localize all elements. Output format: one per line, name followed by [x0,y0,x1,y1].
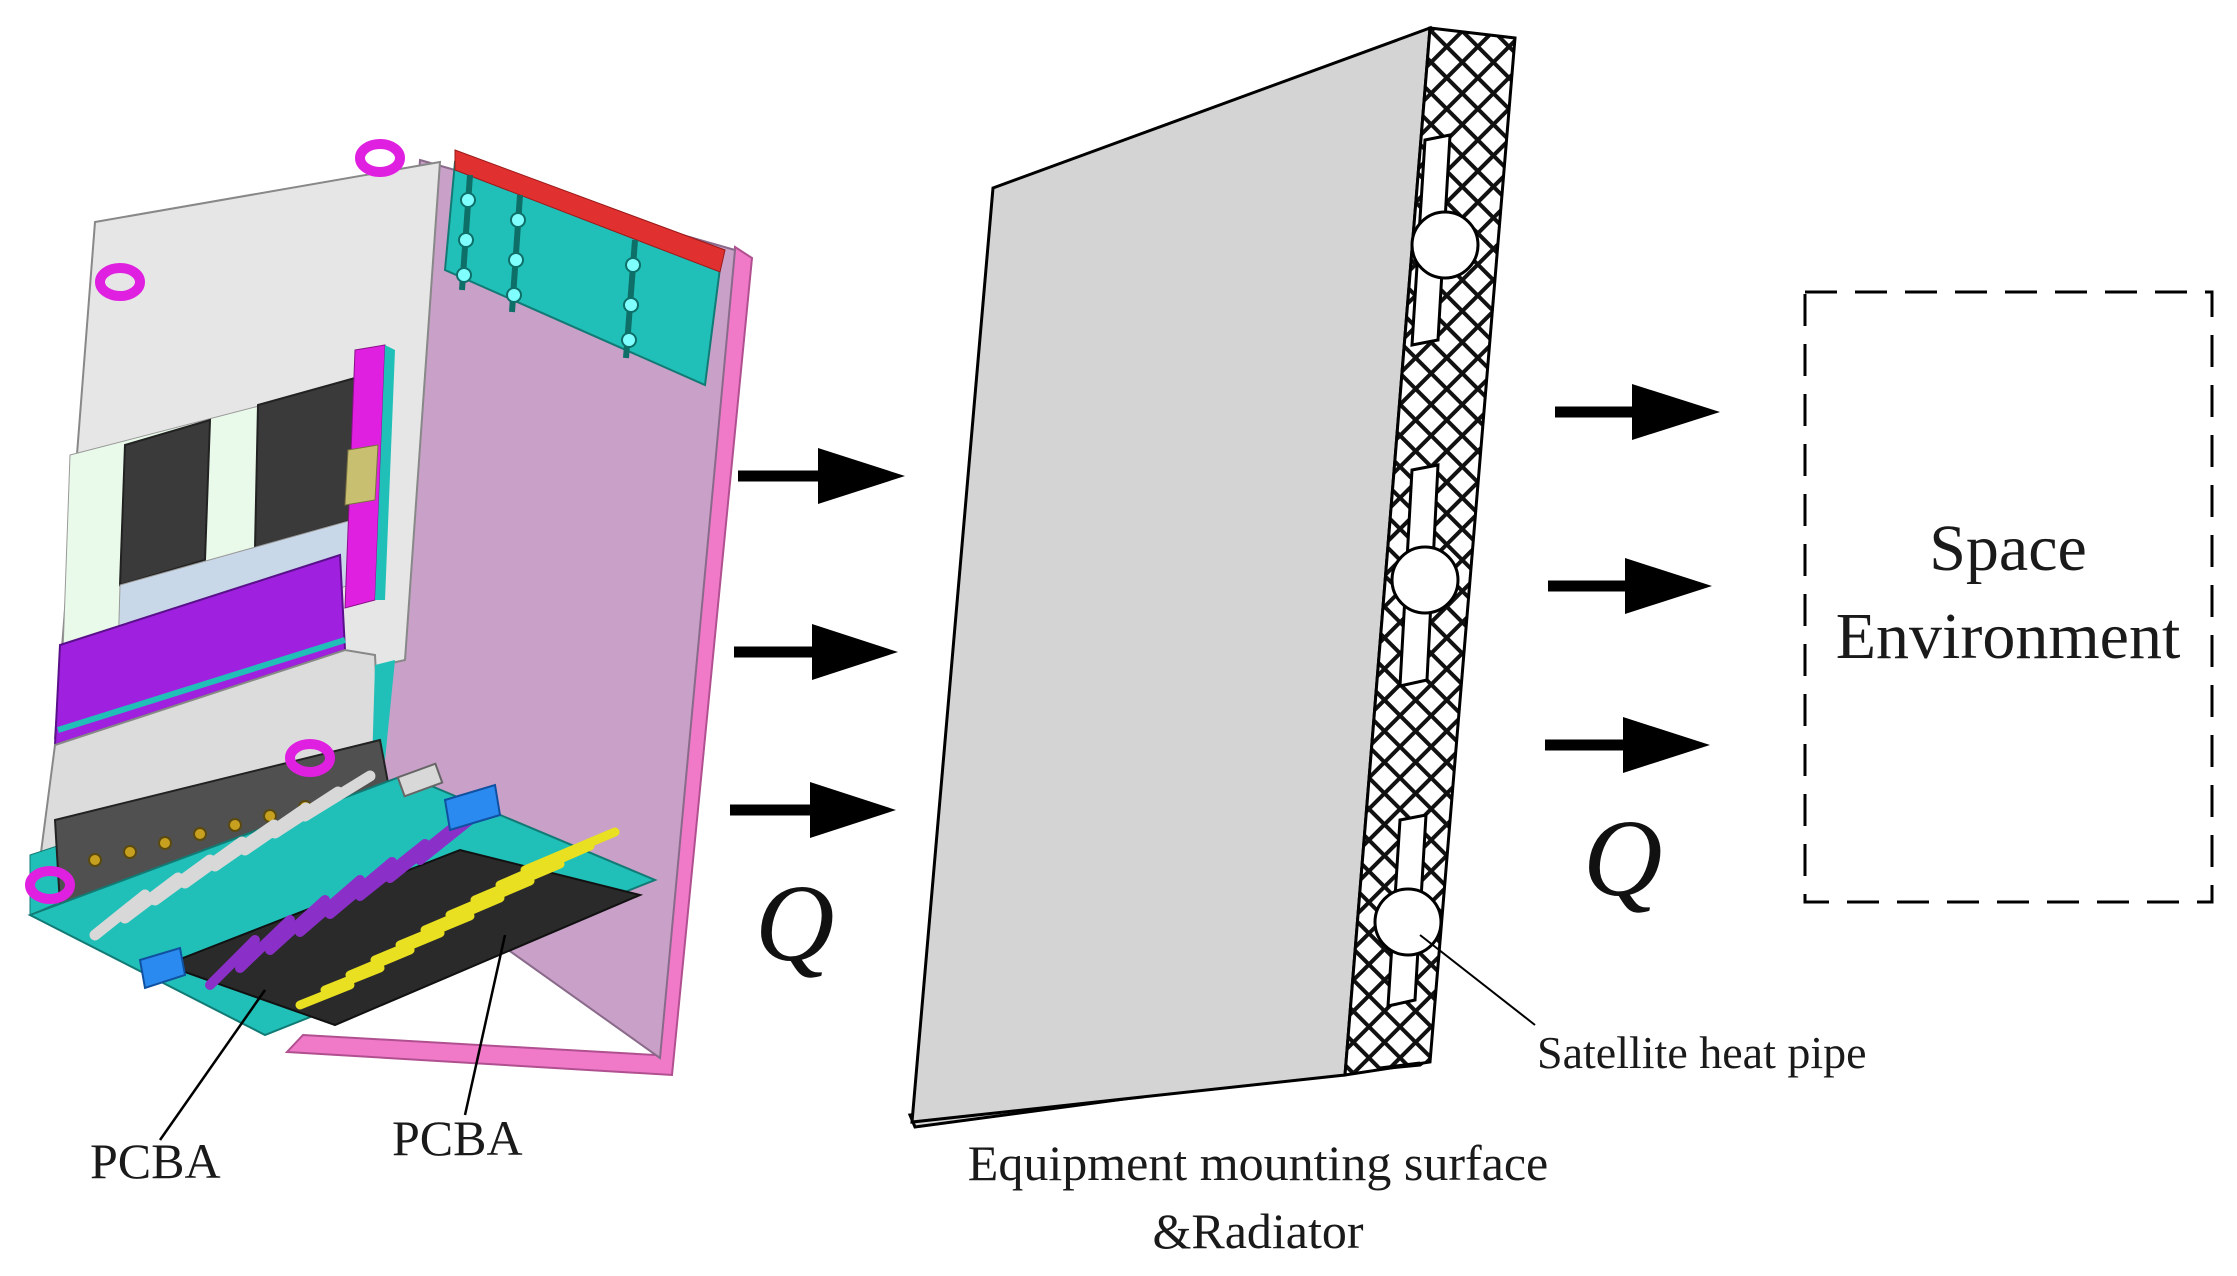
mounting-surface-label: Equipment mounting surface [968,1135,1548,1191]
equipment-box-icon [25,139,754,1077]
dark-block-left [118,418,212,587]
panel-face [910,25,1432,1124]
pcba-label-left: PCBA [90,1133,221,1189]
heat-flow-arrow-icon [730,448,905,838]
pcba-label-right: PCBA [392,1110,523,1166]
q-label-right: Q [1583,797,1662,919]
radiator-panel-icon [907,25,1517,1129]
heat-pipe-label: Satellite heat pipe [1537,1027,1867,1078]
space-environment-box [1803,290,2214,904]
q-label-left: Q [755,862,834,984]
dark-block-right [253,376,357,550]
space-label: Space [1929,512,2087,585]
heat-flow-arrow-icon [1545,384,1720,773]
red-strip [454,149,726,273]
lifting-ring-icon [25,139,405,904]
environment-label: Environment [1836,600,2181,673]
radiator-label: &Radiator [1152,1203,1363,1259]
